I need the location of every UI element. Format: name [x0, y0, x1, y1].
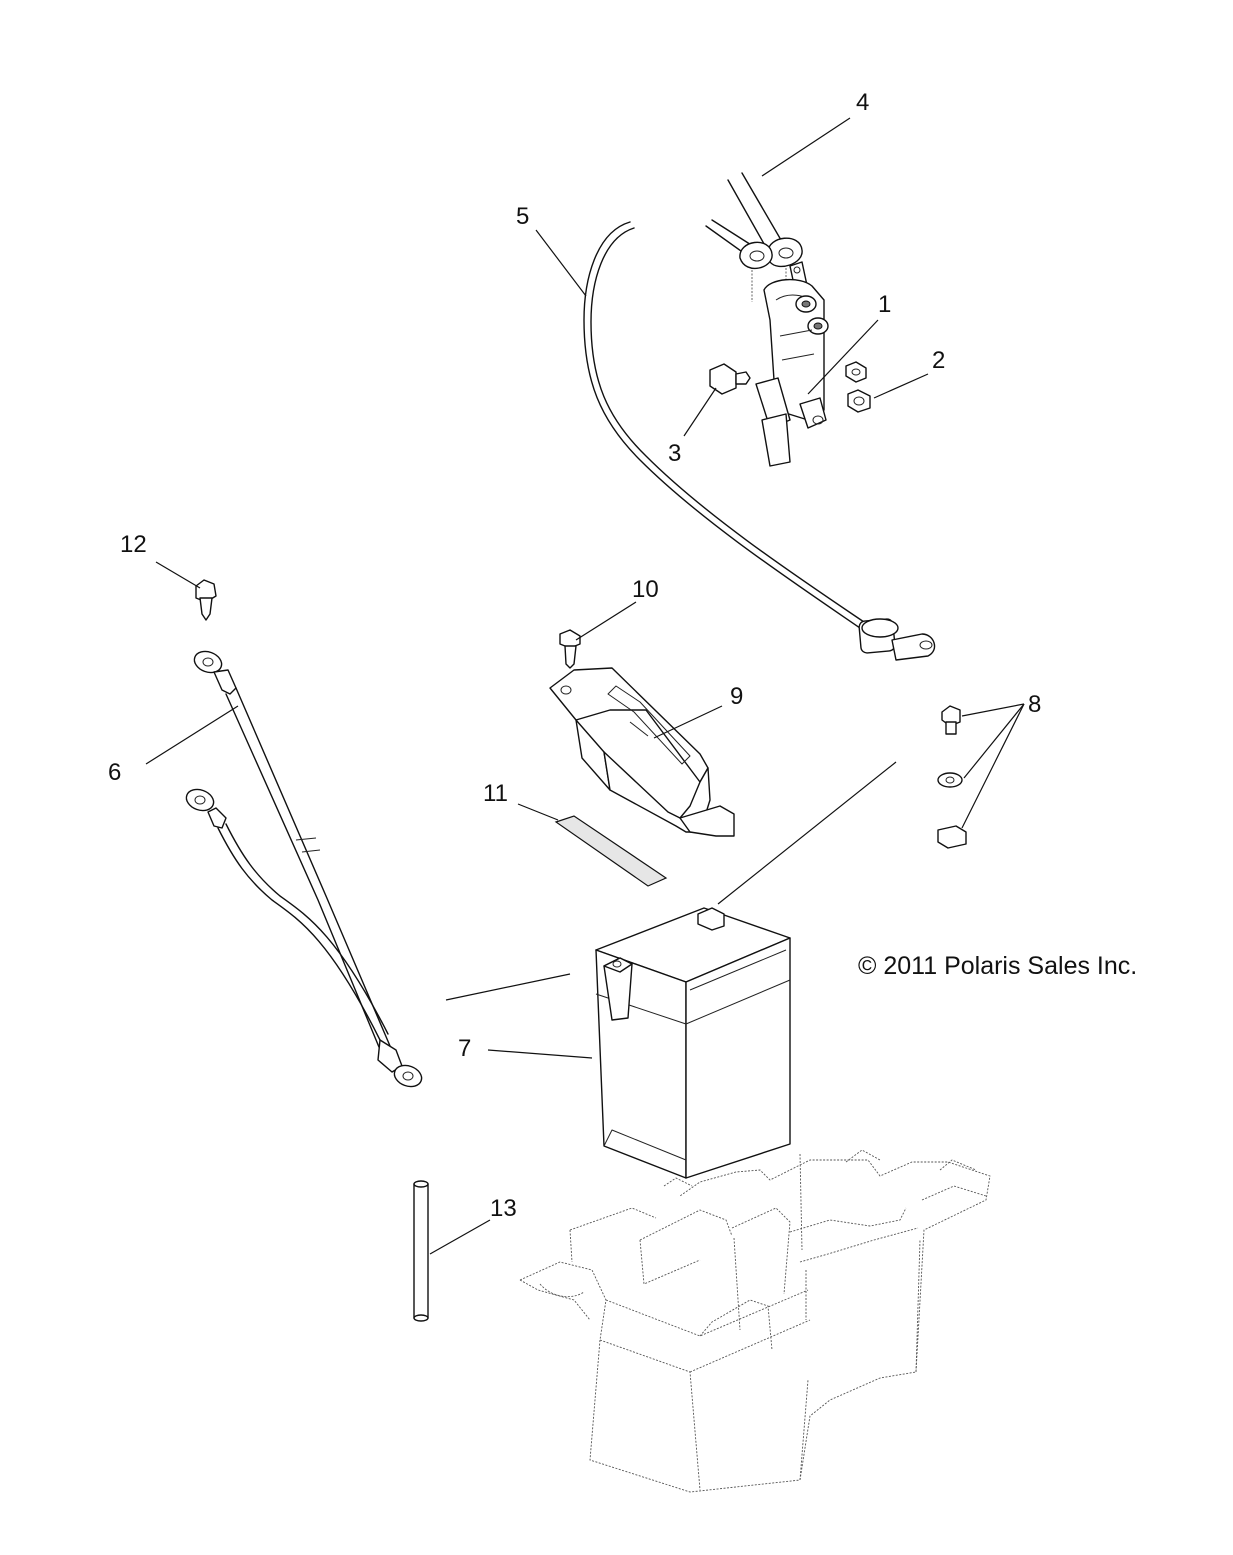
- callout-5: 5: [516, 203, 529, 230]
- leader-11: [517, 803, 559, 821]
- callout-11: 11: [483, 780, 508, 807]
- leader-8b: [963, 703, 1025, 779]
- callout-labels: 1 2 3 4 5 6 7 8 9 10 11 12 13: [108, 89, 1041, 1222]
- callout-9: 9: [730, 683, 743, 710]
- part-8-hardware: [937, 705, 967, 849]
- part-2-nuts: [845, 361, 871, 413]
- leader-9b: [717, 761, 897, 905]
- leader-1: [807, 319, 879, 395]
- leader-13: [429, 1219, 491, 1255]
- callout-1: 1: [878, 291, 891, 318]
- callout-8: 8: [1028, 691, 1041, 718]
- leader-10: [575, 601, 637, 641]
- part-12-fastener: [195, 579, 217, 621]
- leader-5: [535, 229, 587, 297]
- leader-lines: [145, 117, 1025, 1255]
- battery-box: [519, 1149, 991, 1493]
- leader-12: [155, 561, 201, 589]
- leader-2: [873, 373, 929, 399]
- part-13-tube: [413, 1180, 429, 1322]
- callout-10: 10: [632, 576, 659, 603]
- leader-3: [683, 387, 717, 437]
- callout-13: 13: [490, 1195, 517, 1222]
- leader-8a: [961, 703, 1025, 717]
- callout-4: 4: [856, 89, 869, 116]
- copyright-notice: © 2011 Polaris Sales Inc.: [858, 952, 1138, 980]
- callout-3: 3: [668, 440, 681, 467]
- callout-12: 12: [120, 531, 147, 558]
- part-6-ground-cable: [185, 650, 423, 1088]
- part-10-fastener: [559, 629, 581, 669]
- leader-7: [487, 1049, 593, 1059]
- part-9-bracket: [549, 667, 735, 837]
- callout-6: 6: [108, 759, 121, 786]
- callout-7: 7: [458, 1035, 471, 1062]
- part-1-solenoid: [755, 261, 829, 467]
- leader-6: [145, 705, 239, 765]
- part-11-pad: [554, 815, 668, 887]
- leader-4: [761, 117, 851, 177]
- callout-2: 2: [932, 347, 945, 374]
- part-7-battery: [595, 907, 791, 1179]
- part-5-cable: [583, 219, 936, 661]
- leader-8c: [961, 703, 1025, 829]
- leader-7b: [445, 973, 571, 1001]
- part-3-bolt: [709, 363, 751, 395]
- leader-9: [653, 705, 723, 739]
- part-4-cable: [727, 172, 803, 295]
